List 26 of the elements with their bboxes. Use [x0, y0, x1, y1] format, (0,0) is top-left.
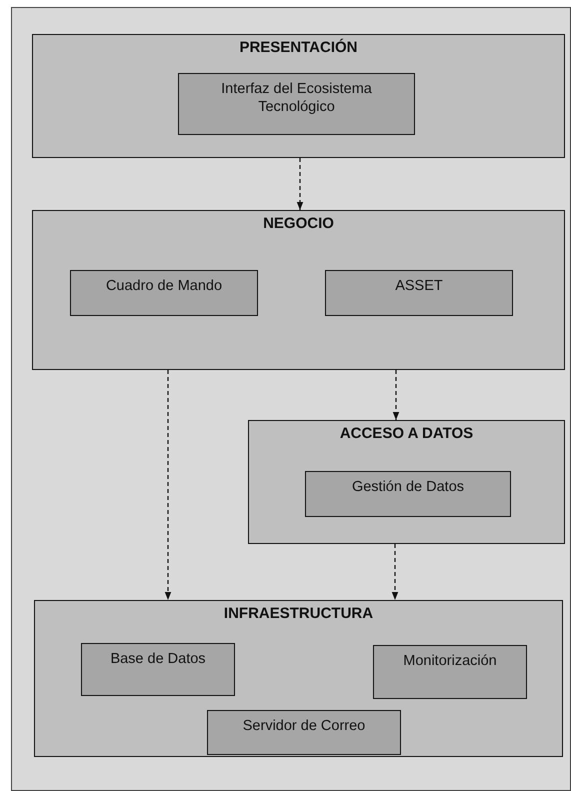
component-label: Gestión de Datos [350, 478, 466, 496]
component-box [373, 645, 527, 699]
component-box [178, 73, 415, 135]
component-box [325, 270, 513, 316]
layer-title: ACCESO A DATOS [338, 425, 474, 444]
component-label: Servidor de Correo [242, 717, 366, 736]
arrow [392, 370, 400, 420]
layer-title: INFRAESTRUCTURA [222, 605, 374, 624]
layer-box [248, 420, 565, 544]
component-label: Base de Datos [109, 650, 207, 668]
layer-box [34, 600, 563, 757]
arrow [392, 544, 398, 600]
component-box [305, 471, 511, 517]
component-box [70, 270, 258, 316]
component-box [207, 710, 401, 755]
component-label: Interfaz del Ecosistema Tecnológico [220, 80, 373, 116]
arrow [296, 158, 304, 210]
component-label: Cuadro de Mando [104, 277, 224, 296]
layer-title: NEGOCIO [262, 215, 335, 234]
layer-title: PRESENTACIÓN [238, 39, 359, 58]
component-label: Monitorización [402, 652, 498, 670]
layer-box [32, 210, 565, 370]
layer-box [32, 34, 565, 158]
component-label: ASSET [394, 277, 444, 296]
component-box [81, 643, 235, 696]
arrow [164, 370, 172, 600]
